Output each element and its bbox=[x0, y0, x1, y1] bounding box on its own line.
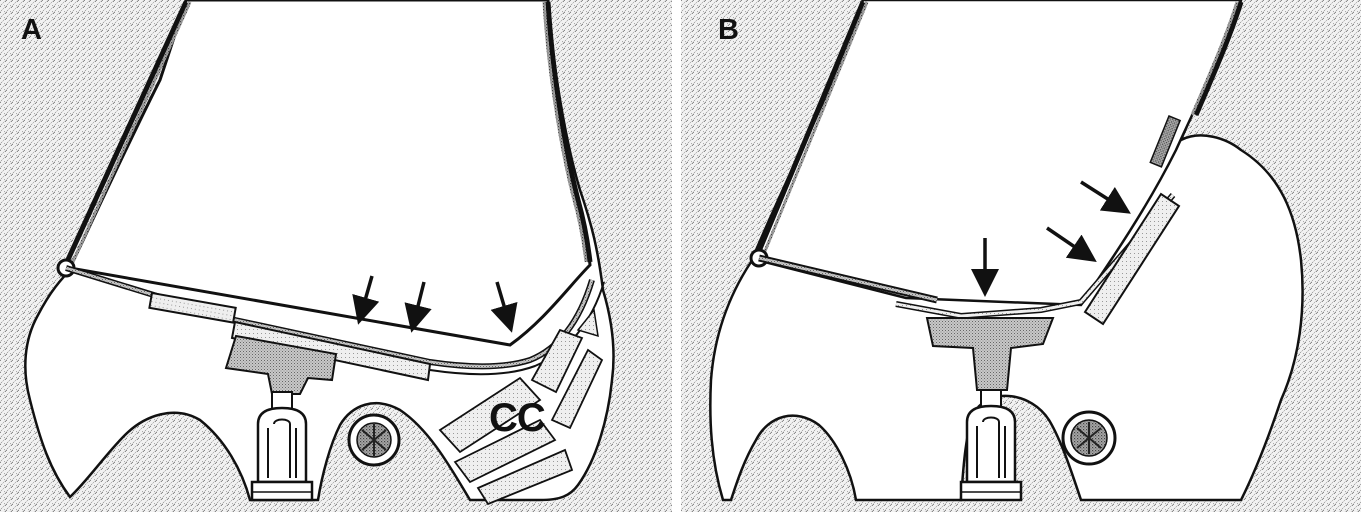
screw-base bbox=[252, 482, 312, 500]
cc-annotation: CC bbox=[489, 398, 545, 438]
panel-b: B bbox=[681, 0, 1361, 512]
screw-base bbox=[961, 482, 1021, 500]
panel-b-illustration bbox=[681, 0, 1361, 512]
panel-a: A CC bbox=[0, 0, 672, 512]
panel-label: B bbox=[718, 16, 739, 45]
panel-a-illustration bbox=[0, 0, 672, 512]
panel-label: A bbox=[21, 16, 42, 45]
